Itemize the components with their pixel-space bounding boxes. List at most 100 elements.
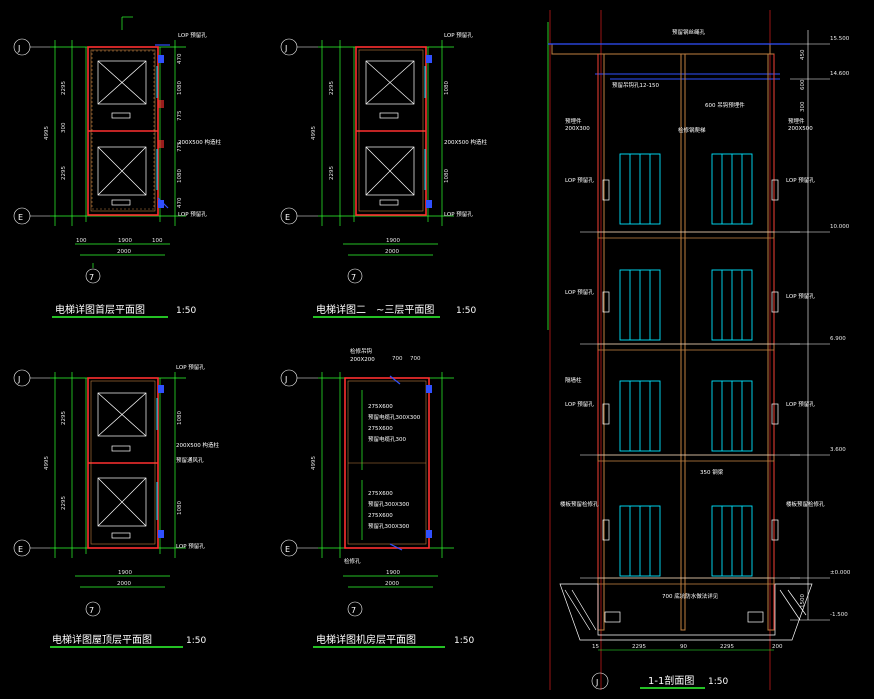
dim-right-b: 1080 [177,81,183,95]
left-note: LOP 预留孔 [565,288,594,296]
dim-left-c: 2295 [329,166,335,180]
dim-bottom-b: 1900 [386,238,400,244]
machine-hole: 预留孔300X300 [368,522,410,530]
beam-label: 200X500 构造柱 [178,138,222,146]
plan-machine-room: J E 7 4995 检修吊钩 200X200 700 700 275X600 … [280,347,474,648]
right-note: 预埋件 [788,117,805,125]
bottom-dim: 2295 [632,644,646,650]
level-dim-c: 300 [800,101,806,112]
axis-7-label: 7 [89,273,94,282]
machine-note-2: 200X200 [350,357,375,363]
lop-label: LOP 预留孔 [176,542,205,550]
dim-right-b: 1080 [444,81,450,95]
axis-7-label: 7 [89,606,94,615]
axis-7-label: 7 [351,606,356,615]
dim-overall: 4995 [44,456,50,470]
level-e: 3.600 [830,447,846,453]
dim-bottom-b: 1900 [118,238,132,244]
dim-bottom-c: 100 [152,238,163,244]
left-note: 隔墙柱 [565,376,582,384]
right-note: 200X500 [788,126,813,132]
bottom-dim: 2295 [720,644,734,650]
machine-size: 275X600 [368,491,393,497]
dim-left-c: 2295 [61,166,67,180]
axis-j-label: J [595,678,598,687]
left-note: 预埋件 [565,117,582,125]
plan-4-scale: 1:50 [454,636,474,646]
dim-bottom-b: 1900 [386,570,400,576]
axis-e-label: E [285,213,290,222]
dim-right-e: 775 [177,141,183,152]
left-note: 楼板预留检修孔 [560,500,599,508]
level-pit: -1.500 [830,612,848,618]
dim-right-f: 1080 [444,169,450,183]
axis-e-label: E [285,545,290,554]
right-note: LOP 预留孔 [786,292,815,300]
dim-right-g: 470 [177,197,183,208]
level-dim-b: 600 [800,79,806,90]
dim-bottom-total: 2000 [117,249,131,255]
axis-j-label: J [17,44,20,53]
bottom-dim: 200 [772,644,783,650]
axis-e-label: E [18,213,23,222]
right-note: LOP 预留孔 [786,400,815,408]
dim-right-f: 1080 [177,169,183,183]
middle-note: 检修钢爬梯 [678,126,706,134]
beam-label: 200X500 构造柱 [176,441,220,449]
section-1-1: 15.500 14.600 10.000 6.900 3.600 ±0.000 … [547,10,851,690]
beam-label: 200X500 构造柱 [444,138,488,146]
right-note: 楼板预留检修孔 [786,500,825,508]
vent-label: 预留通风孔 [176,456,204,464]
machine-hole: 预留孔300X300 [368,500,410,508]
right-note: LOP 预留孔 [786,176,815,184]
plan-1-title: 电梯详图首层平面图 [55,303,145,316]
dim-bottom-b: 1900 [118,570,132,576]
dim-right-f: 1080 [177,501,183,515]
plan-2-title-a: 电梯详图二 [316,303,366,316]
axis-e-label: E [18,545,23,554]
dim-right-a: 470 [177,53,183,64]
lop-label: LOP 预留孔 [178,31,207,39]
level-b: 14.600 [830,71,850,77]
bottom-dim: 15 [592,644,599,650]
top-note: 预留吊钩孔12-150 [612,81,659,89]
lop-label: LOP 预留孔 [178,210,207,218]
section-scale: 1:50 [708,677,728,687]
level-c: 10.000 [830,224,850,230]
axis-7-label: 7 [351,273,356,282]
dim-overall: 4995 [311,126,317,140]
section-title: 1-1剖面图 [648,674,694,687]
left-note: LOP 预留孔 [565,400,594,408]
machine-dim-b: 700 [410,356,421,362]
level-d: 6.900 [830,336,846,342]
level-dim-a: 450 [800,49,806,60]
left-note: LOP 预留孔 [565,176,594,184]
machine-hole: 预留电缆孔300X300 [368,413,421,421]
plan-2-title-b: ~三层平面图 [376,304,434,316]
machine-note-1: 检修吊钩 [350,347,373,355]
plan-second-third-floor: J E 7 4995 2295 2295 1080 1080 1900 2000… [280,31,488,318]
machine-dim-a: 700 [392,356,403,362]
dim-right-b: 1080 [177,411,183,425]
dim-left-a: 2295 [61,411,67,425]
plan-4-title: 电梯详图机房层平面图 [316,633,416,646]
lop-label: LOP 预留孔 [444,31,473,39]
level-top: 15.500 [830,36,850,42]
dim-left-b: 300 [61,122,67,133]
machine-size: 275X600 [368,426,393,432]
machine-size: 275X600 [368,513,393,519]
dim-bottom-a: 100 [76,238,87,244]
plan-first-floor: J E 7 4995 2295 300 2295 470 1080 775 77… [13,16,222,318]
top-note: 预留钢丝绳孔 [672,28,706,36]
lop-label: LOP 预留孔 [176,363,205,371]
middle-note: 350 钢梁 [700,468,724,476]
machine-hole: 预留电缆孔300 [368,435,406,443]
plan-3-scale: 1:50 [186,636,206,646]
dim-right-c: 775 [177,110,183,121]
machine-bottom-label: 检修孔 [344,557,361,565]
level-dim-f: 1500 [800,594,806,608]
machine-size: 275X600 [368,404,393,410]
dim-bottom-total: 2000 [117,581,131,587]
dim-bottom-total: 2000 [385,249,399,255]
